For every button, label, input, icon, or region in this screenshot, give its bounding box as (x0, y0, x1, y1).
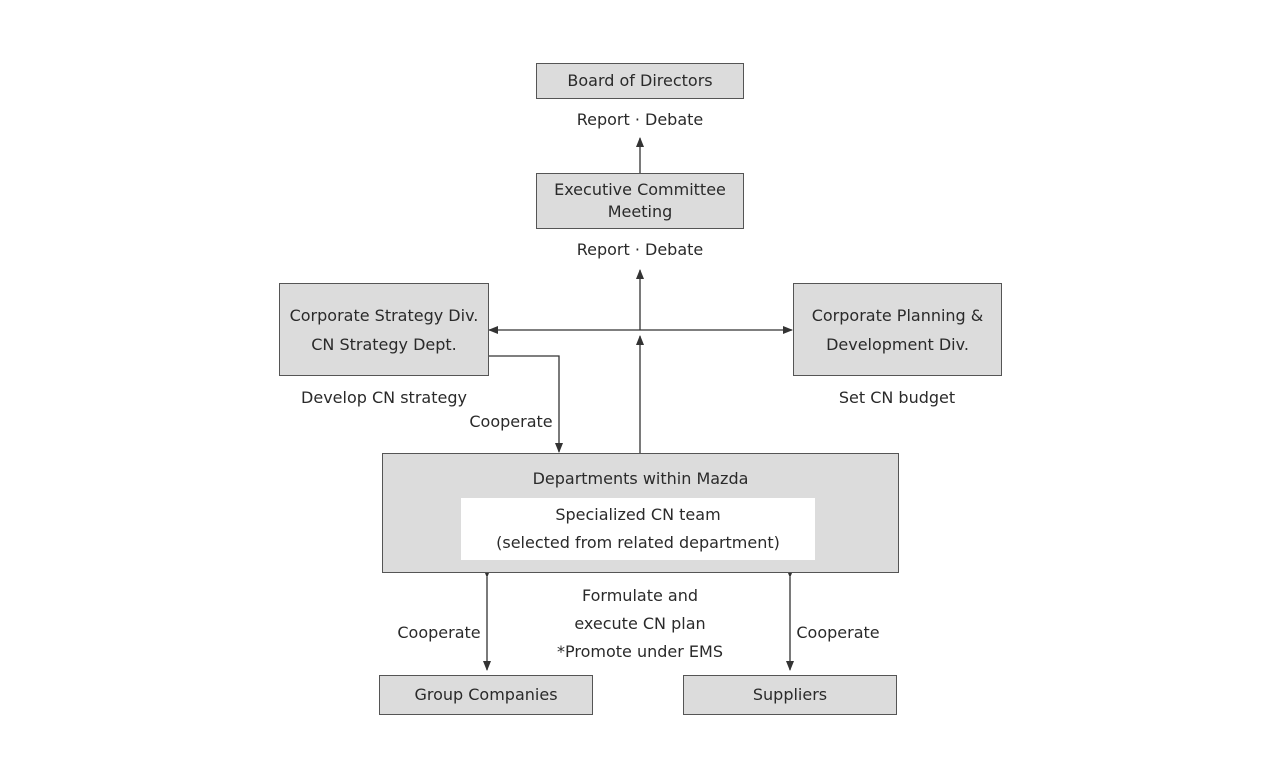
executive-committee-label-line2: Meeting (607, 202, 673, 221)
corporate-strategy-label-line2: CN Strategy Dept. (311, 334, 457, 354)
arrow-strategy-departments-cooperate (480, 352, 563, 453)
corporate-planning-label-line2: Development Div. (826, 334, 969, 354)
corporate-strategy-label-line1: Corporate Strategy Div. (289, 305, 479, 325)
executive-committee-label-line1: Executive Committee (554, 180, 726, 199)
cooperate-strategy-label: Cooperate (469, 412, 553, 431)
formulate-line1: Formulate and (582, 586, 698, 605)
group-companies-box: Group Companies (379, 675, 593, 715)
specialized-cn-team-label-line2: (selected from related department) (496, 533, 780, 552)
suppliers-label: Suppliers (752, 685, 828, 705)
corporate-planning-label-line1: Corporate Planning & (811, 305, 984, 325)
board-of-directors-label: Board of Directors (567, 71, 713, 91)
cooperate-group-label: Cooperate (397, 623, 481, 642)
formulate-cn-plan-text: Formulate and execute CN plan *Promote u… (540, 582, 740, 666)
formulate-line3: *Promote under EMS (557, 642, 723, 661)
report-debate-top-label: Report · Debate (576, 110, 704, 129)
specialized-cn-team-label-line1: Specialized CN team (555, 505, 721, 524)
develop-cn-strategy-label: Develop CN strategy (301, 388, 467, 407)
cooperate-suppliers-label: Cooperate (796, 623, 880, 642)
departments-within-mazda-label: Departments within Mazda (532, 469, 749, 488)
corporate-strategy-box: Corporate Strategy Div. CN Strategy Dept… (279, 283, 489, 376)
suppliers-box: Suppliers (683, 675, 897, 715)
set-cn-budget-label: Set CN budget (838, 388, 956, 407)
board-of-directors-box: Board of Directors (536, 63, 744, 99)
executive-committee-box: Executive Committee Meeting (536, 173, 744, 229)
corporate-planning-box: Corporate Planning & Development Div. (793, 283, 1002, 376)
report-debate-mid-label: Report · Debate (576, 240, 704, 259)
specialized-cn-team-box: Specialized CN team (selected from relat… (461, 498, 815, 560)
group-companies-label: Group Companies (414, 685, 558, 705)
formulate-line2: execute CN plan (574, 614, 706, 633)
